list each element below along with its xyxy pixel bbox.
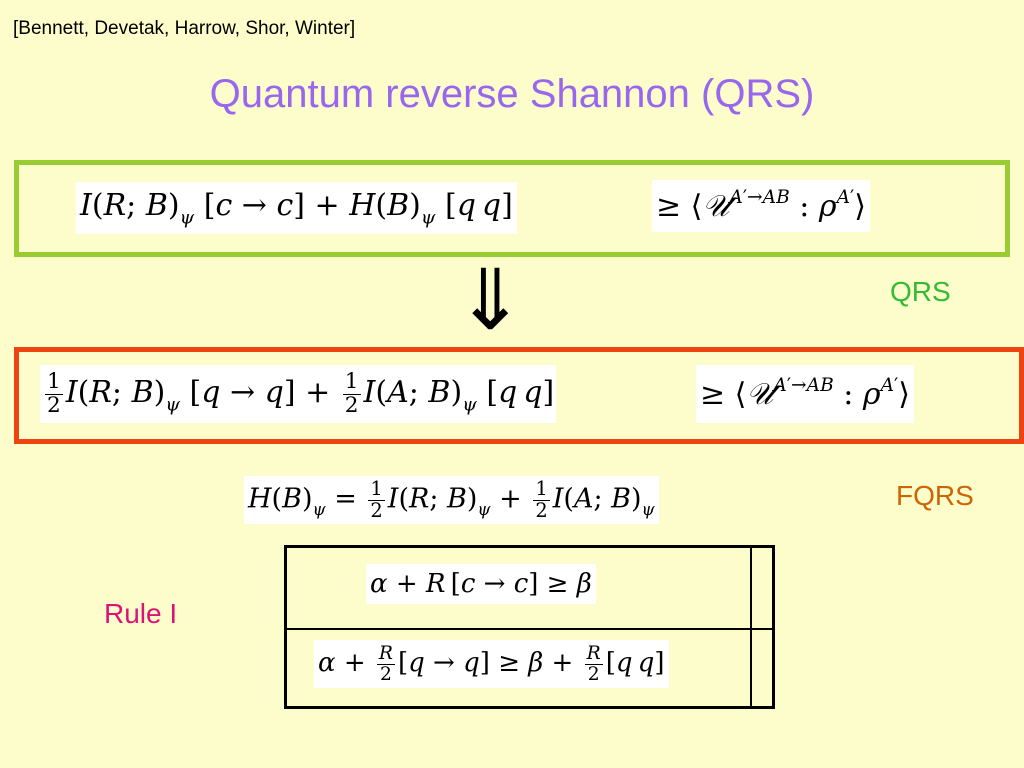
qrs-inequality-rhs: ≥ ⟨𝒰A′→AB : ρA′⟩ xyxy=(652,180,870,232)
citation: [Bennett, Devetak, Harrow, Shor, Winter] xyxy=(13,18,356,39)
table-row-divider xyxy=(287,628,772,630)
table-column-divider xyxy=(750,548,752,706)
slide-title: Quantum reverse Shannon (QRS) xyxy=(209,72,815,116)
qrs-box xyxy=(14,160,1010,257)
fqrs-label: FQRS xyxy=(896,480,974,511)
rule-label: Rule I xyxy=(104,598,178,629)
fqrs-box xyxy=(14,347,1024,444)
implies-down-arrow: ⇓ xyxy=(455,251,526,349)
rule-table xyxy=(284,545,775,709)
rule-row-classical: α + R [c → c] ≥ β xyxy=(366,564,596,604)
qrs-inequality-lhs: I(R; B)ψ [c → c] + H(B)ψ [q q] xyxy=(76,182,517,234)
fqrs-inequality-rhs: ≥ ⟨𝒰A′→AB : ρA′⟩ xyxy=(696,365,914,423)
qrs-label: QRS xyxy=(890,276,951,307)
